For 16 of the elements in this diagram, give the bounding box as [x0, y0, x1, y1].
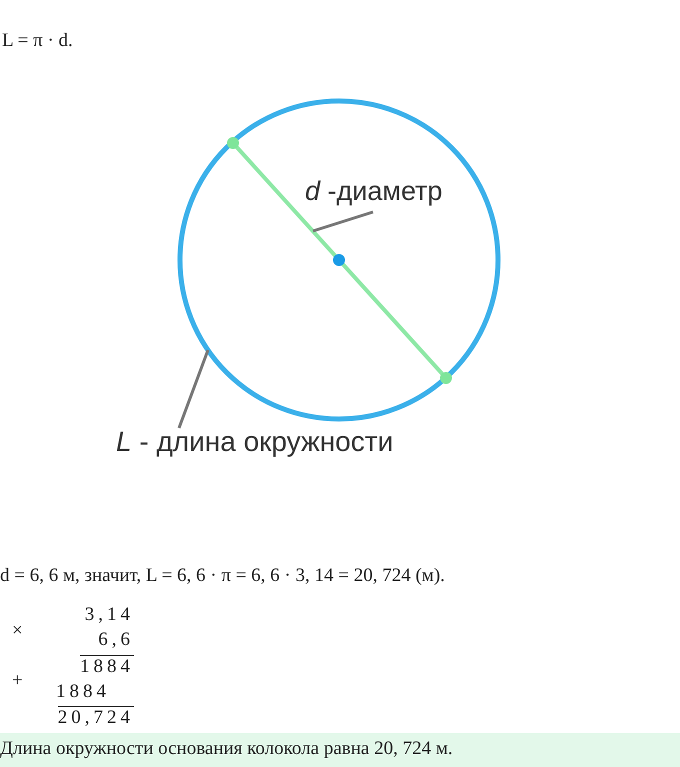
answer-text: Длина окружности основания колокола равна 20, 724 м.: [0, 738, 453, 760]
leader-line: [312, 210, 374, 232]
addition-sign: +: [12, 670, 23, 692]
partial-product: 1884: [56, 681, 110, 703]
partial-product: 1884: [80, 655, 134, 678]
multiplication-sign: ×: [12, 620, 23, 642]
circumference-label: L - длина окружности: [116, 426, 394, 458]
solution-text: d = 6, 6 м, значит, L = 6, 6 · π = 6, 6 · 3, 14 = 20, 724 (м).: [0, 565, 445, 587]
product: 20,724: [58, 706, 134, 729]
diameter-line: [227, 137, 452, 384]
multiplicand: 3,14: [84, 604, 134, 626]
multiplier: 6,6: [98, 629, 134, 651]
circle: [178, 98, 500, 422]
leader-line: [178, 349, 210, 429]
formula: L = π · d.: [2, 30, 73, 52]
diameter-label: d -диаметр: [305, 176, 442, 207]
